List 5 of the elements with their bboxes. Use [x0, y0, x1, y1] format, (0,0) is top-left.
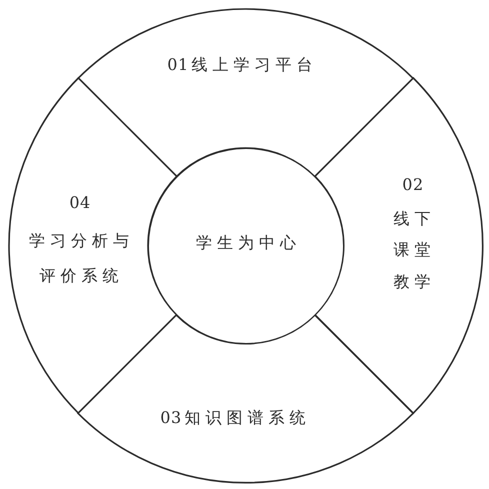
segment-title: 线下课堂教学 — [392, 208, 436, 293]
segment-title: 学习分析与评价系统 — [28, 230, 135, 287]
segment-number: 04 — [68, 192, 92, 213]
segment-number: 02 — [401, 174, 425, 195]
center-label: 学生为中心 — [195, 233, 301, 253]
